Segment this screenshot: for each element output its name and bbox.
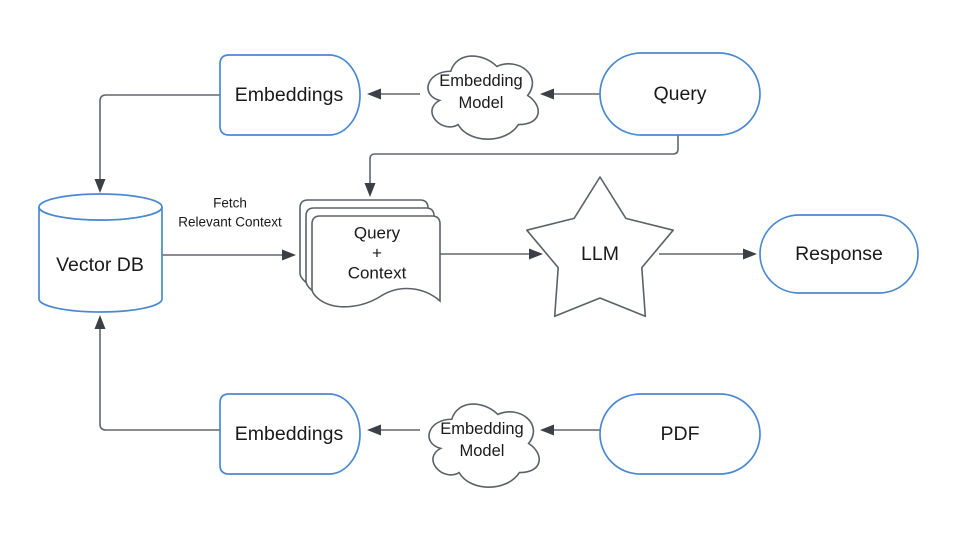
- node-embeddings-bottom: Embeddings: [219, 393, 361, 475]
- node-response: Response: [759, 214, 919, 294]
- arrowhead-down-icon: [94, 179, 106, 193]
- star-shape: [525, 176, 675, 318]
- arrow-line: [99, 94, 220, 180]
- arrow-vector-db-to-query-context: [162, 249, 296, 261]
- arrowhead-right-icon: [282, 249, 296, 261]
- node-vector-db: Vector DB: [38, 193, 163, 313]
- arrowhead-left-icon: [540, 424, 554, 436]
- arrow-line: [369, 135, 679, 184]
- arrow-llm-to-response: [659, 248, 757, 260]
- cylinder-top: [38, 193, 163, 221]
- delay-shape: [219, 54, 361, 136]
- node-pdf: PDF: [599, 393, 761, 475]
- pdf-label: PDF: [661, 423, 700, 445]
- node-embeddings-top: Embeddings: [219, 54, 361, 136]
- vector-db-label: Vector DB: [56, 254, 144, 276]
- arrow-line: [99, 329, 220, 431]
- embedding-model-top-label-line2: Model: [459, 94, 504, 112]
- query-context-label-line3: Context: [348, 264, 407, 283]
- embeddings-top-label: Embeddings: [235, 84, 344, 106]
- arrowhead-right-icon: [529, 248, 543, 260]
- node-llm: LLM: [525, 176, 675, 318]
- arrowhead-down-icon: [364, 183, 376, 197]
- query-context-label-line2: +: [372, 244, 382, 263]
- llm-label: LLM: [581, 243, 619, 265]
- fetch-label-line1: Fetch: [213, 196, 247, 211]
- embedding-model-bottom-label-line1: Embedding: [440, 420, 523, 438]
- pill-shape: [599, 52, 761, 136]
- pill-shape: [759, 214, 919, 294]
- arrowhead-left-icon: [540, 88, 554, 100]
- pill-shape: [599, 393, 761, 475]
- node-embedding-model-top: Embedding Model: [427, 55, 540, 140]
- embeddings-bottom-label: Embeddings: [235, 423, 344, 445]
- delay-shape: [219, 393, 361, 475]
- arrow-pdf-to-embedding-model-bottom: [540, 424, 600, 436]
- arrow-embedding-model-bottom-to-embeddings-bottom: [367, 424, 420, 436]
- arrowhead-left-icon: [367, 424, 381, 436]
- document-front: [311, 215, 441, 308]
- node-embedding-model-bottom: Embedding Model: [428, 403, 541, 488]
- arrow-embedding-model-top-to-embeddings-top: [367, 88, 420, 100]
- arrow-embeddings-top-to-vector-db: [94, 94, 220, 193]
- arrowhead-right-icon: [743, 248, 757, 260]
- arrow-query-to-query-context: [364, 135, 679, 197]
- arrow-query-context-to-llm: [440, 248, 543, 260]
- arrowhead-up-icon: [94, 315, 106, 329]
- response-label: Response: [795, 243, 883, 265]
- arrowhead-left-icon: [367, 88, 381, 100]
- embedding-model-bottom-label-line2: Model: [460, 442, 505, 460]
- arrow-query-to-embedding-model-top: [540, 88, 600, 100]
- fetch-label-line2: Relevant Context: [178, 215, 282, 230]
- node-query: Query: [599, 52, 761, 136]
- query-context-label-line1: Query: [354, 224, 401, 243]
- edge-label-fetch-relevant-context: Fetch Relevant Context: [178, 196, 282, 230]
- arrow-embeddings-bottom-to-vector-db: [94, 315, 220, 431]
- node-query-context: Query + Context: [299, 199, 441, 308]
- embedding-model-top-label-line1: Embedding: [439, 72, 522, 90]
- query-label: Query: [653, 83, 706, 105]
